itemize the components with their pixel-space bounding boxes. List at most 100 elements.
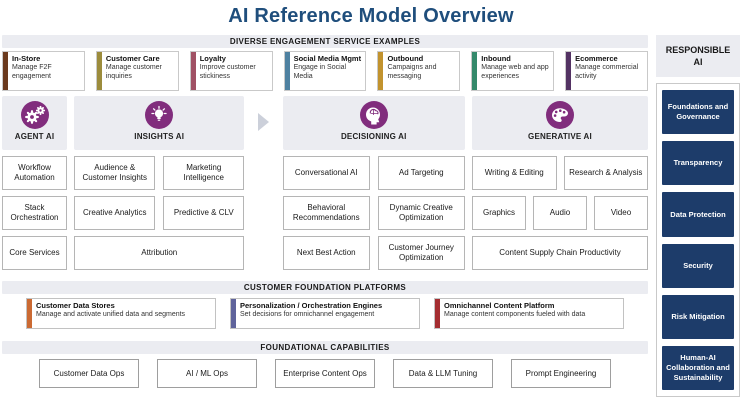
box-data-llm-tuning: Data & LLM Tuning: [393, 359, 493, 388]
card-title: Inbound: [481, 54, 511, 63]
card-title: Loyalty: [199, 54, 226, 63]
box-attribution: Attribution: [74, 236, 245, 270]
box-dynamic-creative-optimization: Dynamic Creative Optimization: [377, 196, 465, 230]
platforms-section-header: CUSTOMER FOUNDATION PLATFORMS: [2, 281, 648, 294]
box-audio: Audio: [533, 196, 587, 230]
card-title: Social Media Mgmt: [293, 54, 362, 63]
card-stripe: [3, 52, 8, 90]
responsible-item-transparency: Transparency: [662, 141, 734, 186]
card-desc: Manage web and app experiences: [481, 63, 549, 80]
diagram-body: DIVERSE ENGAGEMENT SERVICE EXAMPLES In-S…: [2, 35, 740, 397]
card-title: Customer Care: [105, 54, 160, 63]
box-marketing-intelligence: Marketing Intelligence: [163, 156, 245, 190]
card-stripe: [27, 299, 32, 328]
box-enterprise-content-ops: Enterprise Content Ops: [275, 359, 375, 388]
pillar-label: GENERATIVE AI: [528, 132, 592, 141]
responsible-item-data-protection: Data Protection: [662, 192, 734, 237]
pillar-header-generative-ai: GENERATIVE AI: [472, 96, 648, 150]
box-graphics: Graphics: [472, 196, 526, 230]
card-stripe: [435, 299, 440, 328]
responsible-ai-list: Foundations and Governance Transparency …: [656, 83, 740, 397]
main-content: DIVERSE ENGAGEMENT SERVICE EXAMPLES In-S…: [2, 35, 649, 397]
card-title: Personalization / Orchestration Engines: [240, 301, 383, 310]
responsible-item-foundations-governance: Foundations and Governance: [662, 90, 734, 135]
gears-icon: [20, 101, 49, 129]
box-prompt-engineering: Prompt Engineering: [511, 359, 611, 388]
box-customer-journey-optimization: Customer Journey Optimization: [377, 236, 465, 270]
box-conversational-ai: Conversational AI: [282, 156, 370, 190]
card-desc: Improve customer stickiness: [199, 63, 256, 80]
head-brain-icon: [359, 101, 388, 129]
capability-boxes-row: Customer Data Ops AI / ML Ops Enterprise…: [2, 359, 648, 388]
engagement-card-in-store: In-Store Manage F2F engagement: [2, 51, 85, 91]
engagement-card-customer-care: Customer Care Manage customer inquiries: [95, 51, 179, 91]
card-stripe: [378, 52, 384, 90]
engagement-section-header: DIVERSE ENGAGEMENT SERVICE EXAMPLES: [2, 35, 648, 48]
box-audience-customer-insights: Audience & Customer Insights: [74, 156, 156, 190]
box-behavioral-recommendations: Behavioral Recommendations: [282, 196, 370, 230]
pillar-agent-ai: AGENT AI Workflow Automation Stack Orche…: [2, 96, 67, 270]
card-title: Omnichannel Content Platform: [444, 301, 555, 310]
box-ai-ml-ops: AI / ML Ops: [157, 359, 257, 388]
engagement-card-inbound: Inbound Manage web and app experiences: [471, 51, 555, 91]
box-workflow-automation: Workflow Automation: [2, 156, 67, 190]
box-creative-analytics: Creative Analytics: [74, 196, 156, 230]
box-core-services: Core Services: [2, 236, 67, 270]
pillar-label: INSIGHTS AI: [134, 132, 185, 141]
card-title: In-Store: [12, 54, 41, 63]
pillar-label: DECISIONING AI: [340, 132, 407, 141]
card-stripe: [96, 52, 102, 90]
platform-card-personalization-orchestration: Personalization / Orchestration Engines …: [230, 298, 420, 329]
card-title: Outbound: [387, 54, 424, 63]
card-stripe: [190, 52, 196, 90]
card-desc: Manage content components fueled with da…: [444, 310, 586, 318]
responsible-item-human-ai-collaboration: Human-AI Collaboration and Sustainabilit…: [662, 345, 734, 391]
responsible-ai-header: RESPONSIBLE AI: [656, 35, 740, 77]
card-title: Ecommerce: [575, 54, 618, 63]
responsible-ai-sidebar: RESPONSIBLE AI Foundations and Governanc…: [656, 35, 740, 397]
engagement-card-social-media: Social Media Mgmt Engage in Social Media: [283, 51, 367, 91]
engagement-cards-row: In-Store Manage F2F engagement Customer …: [2, 51, 649, 91]
flow-arrow-icon: [258, 113, 269, 131]
pillar-insights-ai: INSIGHTS AI Audience & Customer Insights…: [74, 96, 245, 270]
pillar-header-insights-ai: INSIGHTS AI: [74, 96, 245, 150]
card-stripe: [472, 52, 478, 90]
card-stripe: [566, 52, 572, 90]
box-customer-data-ops: Customer Data Ops: [39, 359, 139, 388]
engagement-card-ecommerce: Ecommerce Manage commercial activity: [565, 51, 649, 91]
engagement-card-loyalty: Loyalty Improve customer stickiness: [189, 51, 273, 91]
platform-card-omnichannel-content: Omnichannel Content Platform Manage cont…: [434, 298, 624, 329]
ai-pillars-row: AGENT AI Workflow Automation Stack Orche…: [2, 96, 648, 270]
platform-cards-row: Customer Data Stores Manage and activate…: [2, 298, 648, 329]
card-desc: Manage customer inquiries: [105, 63, 162, 80]
responsible-item-risk-mitigation: Risk Mitigation: [662, 294, 734, 339]
box-next-best-action: Next Best Action: [282, 236, 370, 270]
capabilities-section-header: FOUNDATIONAL CAPABILITIES: [2, 341, 648, 354]
box-video: Video: [594, 196, 648, 230]
engagement-card-outbound: Outbound Campaigns and messaging: [377, 51, 461, 91]
lightbulb-icon: [145, 101, 174, 129]
card-desc: Engage in Social Media: [293, 63, 347, 80]
pillar-decisioning-ai: DECISIONING AI Conversational AI Ad Targ…: [282, 96, 465, 270]
pillar-label: AGENT AI: [14, 132, 55, 141]
pillar-header-agent-ai: AGENT AI: [2, 96, 67, 150]
box-content-supply-chain-productivity: Content Supply Chain Productivity: [472, 236, 648, 270]
responsible-item-security: Security: [662, 243, 734, 288]
card-desc: Manage and activate unified data and seg…: [36, 310, 186, 318]
pillar-generative-ai: GENERATIVE AI Writing & Editing Research…: [472, 96, 648, 270]
box-writing-editing: Writing & Editing: [472, 156, 557, 190]
box-stack-orchestration: Stack Orchestration: [2, 196, 67, 230]
box-predictive-clv: Predictive & CLV: [163, 196, 245, 230]
box-research-analysis: Research & Analysis: [563, 156, 648, 190]
card-desc: Manage F2F engagement: [12, 63, 52, 80]
card-stripe: [231, 299, 236, 328]
card-title: Customer Data Stores: [36, 301, 115, 310]
card-desc: Campaigns and messaging: [387, 63, 437, 80]
platform-card-customer-data-stores: Customer Data Stores Manage and activate…: [26, 298, 216, 329]
box-ad-targeting: Ad Targeting: [377, 156, 465, 190]
card-desc: Set decisions for omnichannel engagement: [240, 310, 375, 318]
pillar-header-decisioning-ai: DECISIONING AI: [282, 96, 465, 150]
palette-icon: [546, 101, 574, 129]
page-title: AI Reference Model Overview: [228, 5, 514, 27]
